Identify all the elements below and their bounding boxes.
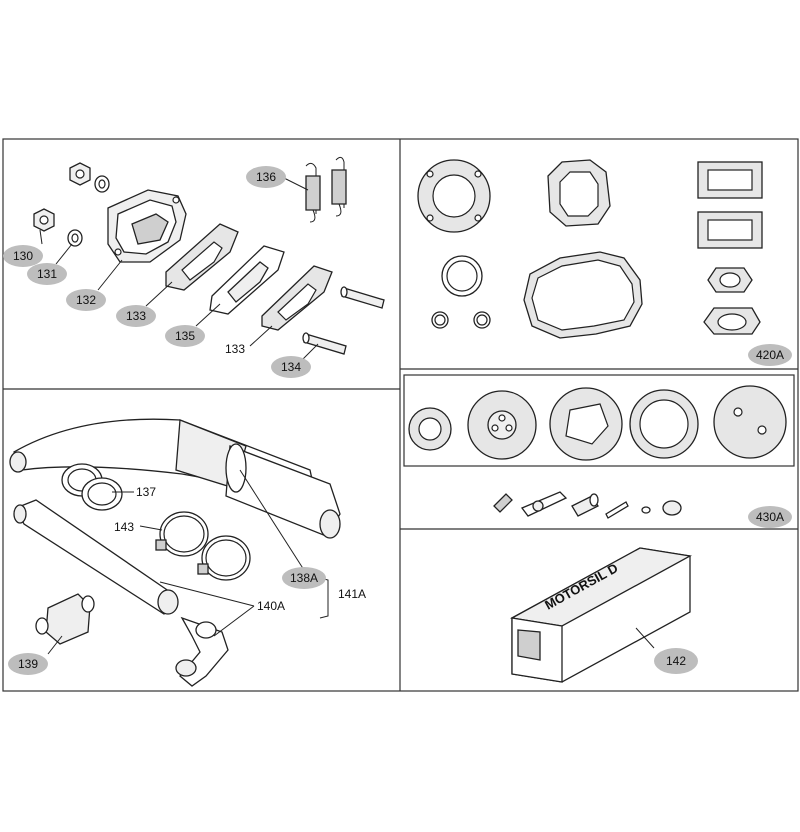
stud-upper [340, 286, 385, 309]
gasket-133-lower [261, 265, 333, 331]
panel-carburetor-kit-430a [408, 385, 787, 519]
svg-text:141A: 141A [338, 587, 366, 601]
callout-140a: 140A [257, 599, 285, 613]
callout-137: 137 [136, 485, 156, 499]
crankcase-cover-gasket [523, 251, 643, 339]
springs-136 [305, 156, 347, 223]
rubber-coupler-139 [35, 593, 95, 645]
svg-text:133: 133 [225, 342, 245, 356]
carb-jet [571, 493, 599, 517]
nut-top [69, 162, 91, 186]
svg-text:139: 139 [18, 657, 38, 671]
panel-exhaust-manifold [33, 156, 385, 361]
carb-gasket-small [408, 407, 452, 451]
callout-132: 132 [66, 289, 106, 311]
washer-131 [67, 229, 83, 247]
intake-gasket-lower [703, 307, 761, 335]
nut-130 [33, 208, 55, 232]
panel-exhaust-system [9, 418, 341, 687]
carb-gasket-ring [629, 389, 699, 459]
svg-text:133: 133 [126, 309, 146, 323]
spacer-135 [209, 245, 285, 315]
svg-text:137: 137 [136, 485, 156, 499]
carb-needle-lever [520, 491, 568, 517]
svg-text:138A: 138A [290, 571, 318, 585]
carb-plug [662, 500, 682, 516]
panel-gasket-kit-420a [417, 159, 763, 339]
callout-133-lower: 133 [225, 342, 245, 356]
intake-gasket-small [707, 267, 753, 293]
o-ring-small-right [473, 311, 491, 329]
callout-142: 142 [654, 648, 698, 674]
svg-text:130: 130 [13, 249, 33, 263]
svg-text:134: 134 [281, 360, 301, 374]
hose-clamp-143-lower [197, 535, 251, 581]
svg-text:142: 142 [666, 654, 686, 668]
svg-text:131: 131 [37, 267, 57, 281]
carb-diaphragm-2 [549, 387, 623, 461]
svg-text:420A: 420A [756, 348, 784, 362]
clamps-137 [61, 463, 123, 511]
callout-135: 135 [165, 325, 205, 347]
reed-gasket-upper [697, 161, 763, 199]
silencer-140a [13, 499, 179, 615]
callout-143: 143 [114, 520, 134, 534]
reed-gasket-lower [697, 211, 763, 249]
callout-420a: 420A [748, 344, 792, 366]
callout-139: 139 [8, 653, 48, 675]
panel-sealant-box [510, 547, 692, 683]
carb-diaphragm-3 [713, 385, 787, 459]
gasket-133-upper [165, 223, 239, 291]
callout-130: 130 [3, 245, 43, 267]
callout-134: 134 [271, 356, 311, 378]
sealant-box-label [517, 629, 541, 661]
o-ring-large [441, 255, 483, 297]
svg-text:135: 135 [175, 329, 195, 343]
svg-text:132: 132 [76, 293, 96, 307]
svg-text:143: 143 [114, 520, 134, 534]
carb-washer-small [641, 506, 651, 514]
panel-frames [2, 138, 799, 692]
o-ring-small-left [431, 311, 449, 329]
head-gasket-round [417, 159, 491, 233]
exhaust-manifold-132 [107, 189, 187, 263]
gasket-kit-inner-frame [403, 374, 795, 467]
callout-136: 136 [246, 166, 286, 188]
svg-text:140A: 140A [257, 599, 285, 613]
carb-spring [493, 493, 513, 513]
elbow-pipe [175, 616, 229, 687]
base-gasket [547, 159, 611, 227]
callout-131: 131 [27, 263, 67, 285]
stud-134 [302, 332, 347, 355]
svg-text:430A: 430A [756, 510, 784, 524]
callout-141a: 141A [338, 587, 366, 601]
callout-138a: 138A [282, 567, 326, 589]
callout-133-upper: 133 [116, 305, 156, 327]
exhaust-pipe-138a [9, 418, 341, 539]
callout-430a: 430A [748, 506, 792, 528]
washer-top [94, 175, 110, 193]
svg-text:136: 136 [256, 170, 276, 184]
carb-diaphragm-1 [467, 390, 537, 460]
carb-needle [605, 501, 629, 519]
hose-clamp-143-upper [155, 511, 209, 557]
